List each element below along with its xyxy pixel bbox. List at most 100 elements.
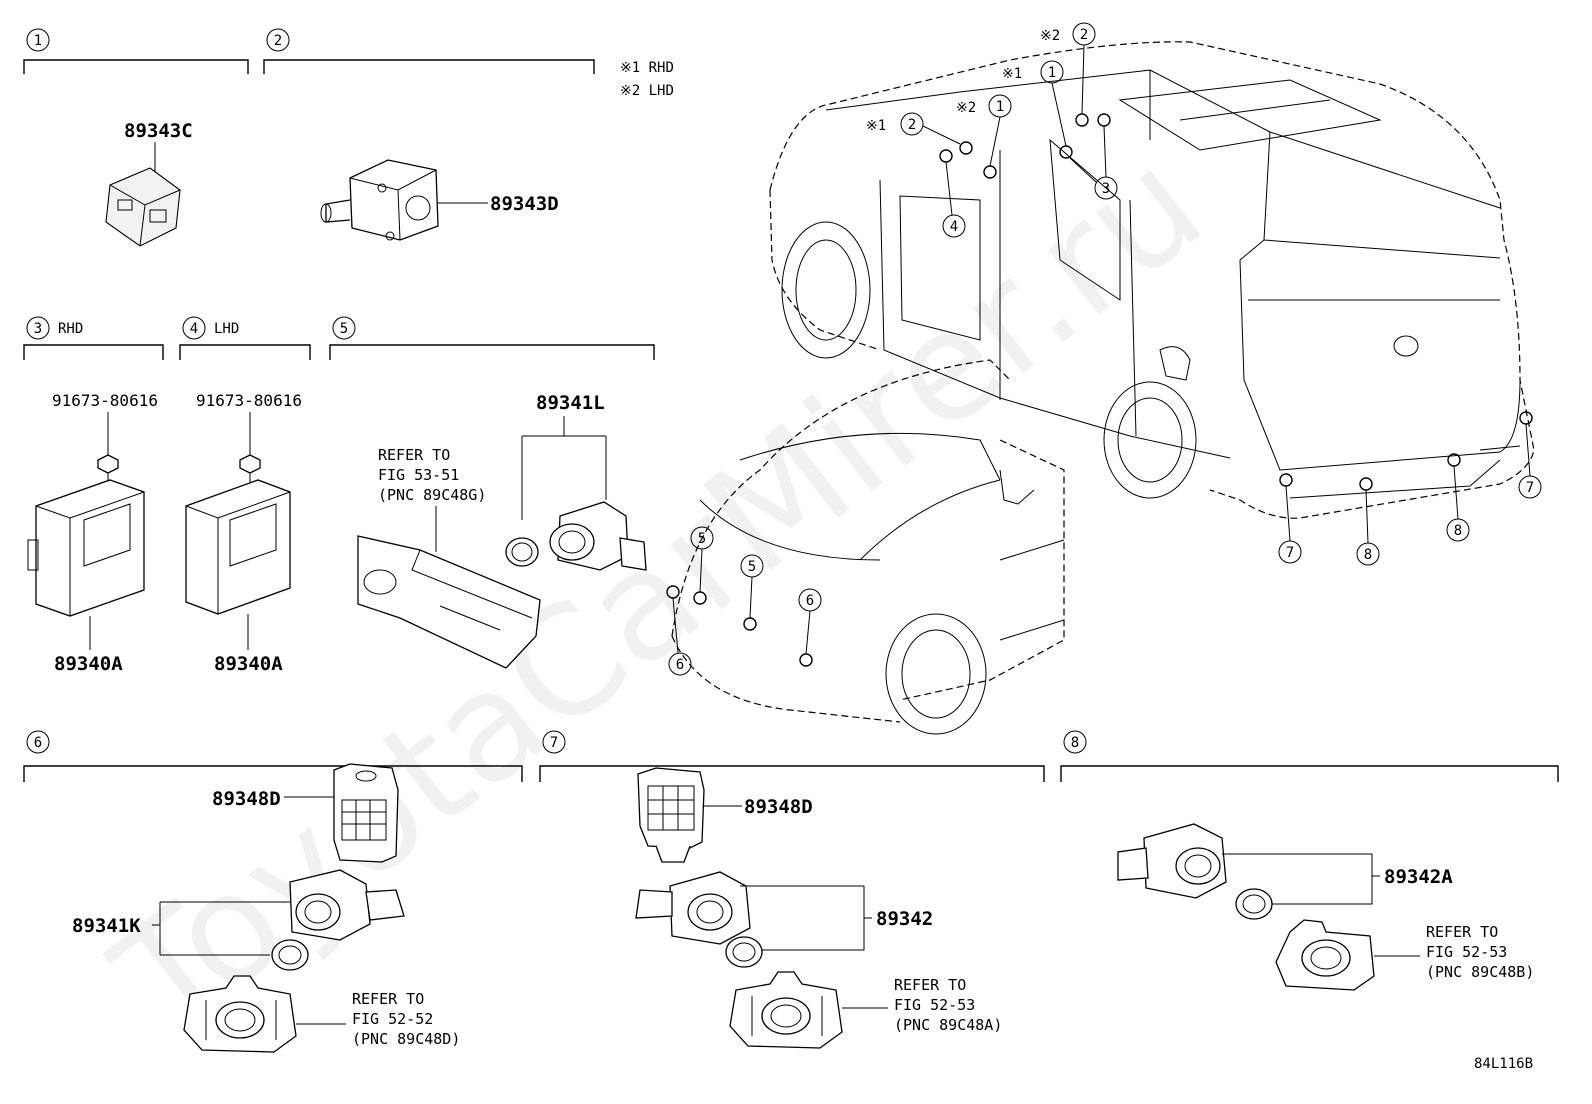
bezel-ring-89342A-drawing xyxy=(1235,888,1273,920)
callouts: ※2 2 ※1 1 ※2 1 ※1 2 3 4 5 5 xyxy=(668,22,1542,676)
section-6-group: 89348D 89341K REFER TO FIG 52-52 xyxy=(72,763,460,1053)
sensor-89341K-drawing xyxy=(289,869,405,941)
location-dot xyxy=(983,165,997,179)
sensor-89342A-drawing xyxy=(1117,823,1227,899)
callout-7-a: 7 xyxy=(1286,545,1294,561)
sensor-89341L-drawing xyxy=(549,501,647,571)
callout-8-b: 8 xyxy=(1454,523,1462,539)
sensor-89342-drawing xyxy=(635,871,751,945)
part-number-89341L[interactable]: 89341L xyxy=(536,392,605,414)
section-7-group: 89348D 89342 REFER TO FIG 52-53 (PNC 89C… xyxy=(635,767,1002,1049)
callout-4: 4 xyxy=(950,219,958,235)
ecu-rhd-part-number[interactable]: 89340A xyxy=(54,653,123,675)
section-3-suffix: RHD xyxy=(58,321,83,337)
part-number-89343D[interactable]: 89343D xyxy=(490,193,559,215)
part-89343D-group: 89343D xyxy=(320,159,559,241)
section-7-header: 7 xyxy=(539,730,1045,782)
mark-rhd-left: ※1 xyxy=(866,118,886,134)
callout-1-a: 1 xyxy=(1048,65,1056,81)
section-5-header: 5 xyxy=(329,316,655,360)
part-number-89342[interactable]: 89342 xyxy=(876,908,933,930)
bezel-ring-89341L-drawing xyxy=(505,537,539,567)
ecu-lhd-group: 91673-80616 89340A xyxy=(185,391,302,675)
ref7-line3: (PNC 89C48A) xyxy=(894,1016,1002,1034)
ref5-line2: FIG 53-51 xyxy=(378,466,459,484)
section-2-number: 2 xyxy=(274,33,282,49)
ref5-line1: REFER TO xyxy=(378,446,450,464)
bracket-89C48G-drawing xyxy=(357,535,541,669)
section-8-number: 8 xyxy=(1071,735,1079,751)
mark-rhd-top: ※1 xyxy=(1002,66,1022,82)
ref8-line3: (PNC 89C48B) xyxy=(1426,963,1534,981)
bezel-ring-89342-drawing xyxy=(725,936,763,968)
part-number-89342A[interactable]: 89342A xyxy=(1384,866,1453,888)
legend-rhd: ※1 RHD xyxy=(620,60,674,76)
bracket-89C48B-drawing xyxy=(1275,919,1375,991)
bolt-rhd-part-number[interactable]: 91673-80616 xyxy=(52,391,158,410)
callout-7-b: 7 xyxy=(1526,480,1534,496)
sensor-89343D-drawing xyxy=(320,159,439,241)
bezel-ring-89341K-drawing xyxy=(271,939,309,971)
section-8-header: 8 xyxy=(1060,730,1559,782)
section-6-number: 6 xyxy=(34,735,42,751)
mark-lhd-top: ※2 xyxy=(1040,28,1060,44)
ref8-line2: FIG 52-53 xyxy=(1426,943,1507,961)
bracket-89C48A-drawing xyxy=(729,971,843,1049)
callout-5-a: 5 xyxy=(698,531,706,547)
ref7-line1: REFER TO xyxy=(894,976,966,994)
part-number-89341K[interactable]: 89341K xyxy=(72,915,141,937)
switch-89343C-drawing xyxy=(105,167,181,247)
part-number-89348D-s7[interactable]: 89348D xyxy=(744,796,813,818)
location-dot xyxy=(959,141,973,155)
callout-8-a: 8 xyxy=(1364,547,1372,563)
section-4-suffix: LHD xyxy=(214,321,239,337)
ref6-line2: FIG 52-52 xyxy=(352,1010,433,1028)
section-5-number: 5 xyxy=(340,321,348,337)
section-1-number: 1 xyxy=(34,33,42,49)
bolt-lhd-part-number[interactable]: 91673-80616 xyxy=(196,391,302,410)
section-3-number: 3 xyxy=(34,321,42,337)
ecu-rhd-group: 91673-80616 89340A xyxy=(27,391,158,675)
section-7-number: 7 xyxy=(550,735,558,751)
part-89343C-group: 89343C xyxy=(105,120,193,247)
mark-lhd-mid: ※2 xyxy=(956,100,976,116)
location-dot xyxy=(939,149,953,163)
vehicle-front-outline xyxy=(671,359,1065,735)
section-5-group: REFER TO FIG 53-51 (PNC 89C48G) 89341L xyxy=(357,392,647,669)
section-4-header: 4 LHD xyxy=(179,316,311,360)
location-dot xyxy=(1279,473,1293,487)
callout-6-b: 6 xyxy=(806,593,814,609)
section-4-number: 4 xyxy=(190,321,198,337)
location-dot xyxy=(1075,113,1089,127)
ecu-lhd-part-number[interactable]: 89340A xyxy=(214,653,283,675)
callout-3: 3 xyxy=(1102,181,1110,197)
figure-id: 84L116B xyxy=(1474,1056,1533,1072)
callout-2-b: 2 xyxy=(908,117,916,133)
section-3-header: 3 RHD xyxy=(23,316,164,360)
legend-lhd: ※2 LHD xyxy=(620,83,674,99)
ref7-line2: FIG 52-53 xyxy=(894,996,975,1014)
ref5-line3: (PNC 89C48G) xyxy=(378,486,486,504)
bracket-89C48D-drawing xyxy=(183,975,297,1053)
location-dot xyxy=(1097,113,1111,127)
callout-2-a: 2 xyxy=(1080,27,1088,43)
callout-5-b: 5 xyxy=(748,559,756,575)
ref6-line1: REFER TO xyxy=(352,990,424,1008)
location-dot xyxy=(1059,145,1073,159)
ref6-line3: (PNC 89C48D) xyxy=(352,1030,460,1048)
retainer-89348D-s7-drawing xyxy=(637,767,705,863)
section-1-header: 1 xyxy=(23,28,249,74)
location-dot xyxy=(1519,411,1533,425)
callout-1-b: 1 xyxy=(996,99,1004,115)
callout-6-a: 6 xyxy=(676,657,684,673)
part-number-89348D-s6[interactable]: 89348D xyxy=(212,788,281,810)
vehicle-rear-outline xyxy=(769,41,1535,519)
location-dot xyxy=(799,653,813,667)
part-number-89343C[interactable]: 89343C xyxy=(124,120,193,142)
ecu-rhd-drawing xyxy=(27,479,145,617)
retainer-89348D-s6-drawing xyxy=(333,763,399,863)
ecu-lhd-drawing xyxy=(185,479,291,615)
ref8-line1: REFER TO xyxy=(1426,923,1498,941)
